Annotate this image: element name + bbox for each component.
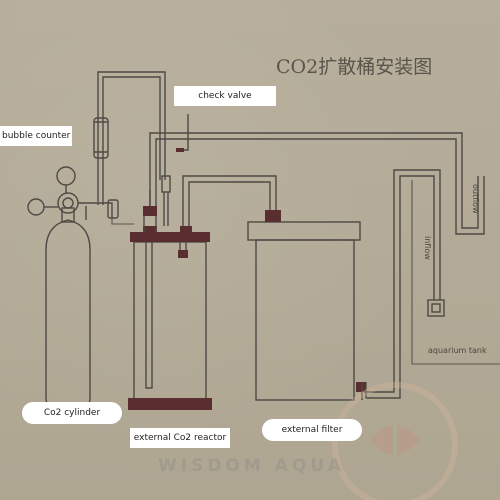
watermark-logo xyxy=(332,382,458,500)
bubble-counter-line xyxy=(97,71,166,205)
aquarium-tank-outline xyxy=(411,180,500,365)
external-co2-reactor-label: external Co2 reactor xyxy=(130,428,230,448)
check-valve-label: check valve xyxy=(174,86,276,106)
bubble-counter-label: bubble counter xyxy=(0,126,72,146)
outflow-label: outflow xyxy=(471,184,480,214)
inflow-pipe xyxy=(364,169,445,399)
co2-cylinder-shape xyxy=(27,166,119,413)
bubble-counter-body xyxy=(93,117,109,159)
co2-feed-tube xyxy=(111,218,134,225)
watermark-text: WISDOM AQUA xyxy=(158,456,345,476)
check-valve-icon xyxy=(176,114,189,152)
external-filter-shape xyxy=(247,210,367,401)
aquarium-tank-label: aquarium tank xyxy=(428,346,487,355)
reactor-to-filter-pipe xyxy=(182,175,277,226)
inflow-label: inflow xyxy=(423,236,432,260)
outflow-pipe xyxy=(149,132,485,235)
co2-cylinder-label: Co2 cylinder xyxy=(22,402,122,424)
external-filter-label: external filter xyxy=(262,419,362,441)
external-co2-reactor-shape xyxy=(128,175,212,410)
diagram-title: CO2扩散桶安装图 xyxy=(276,56,433,78)
